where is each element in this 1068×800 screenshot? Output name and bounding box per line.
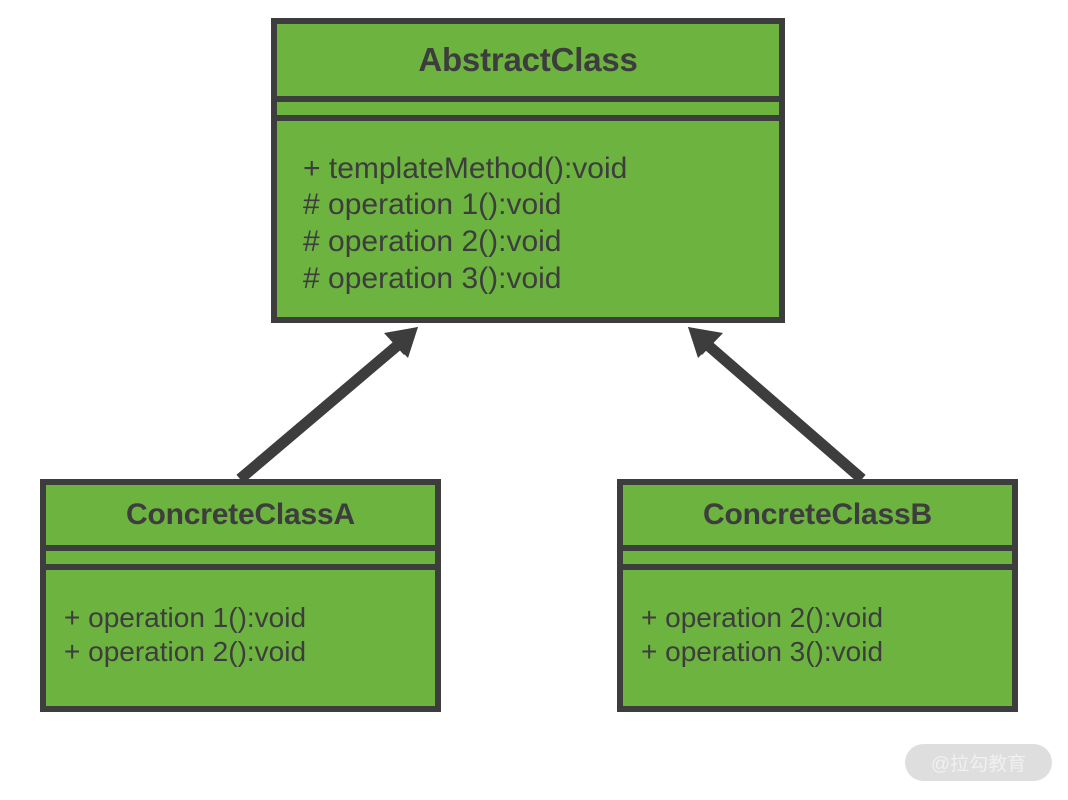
method-row: + operation 2():void: [64, 636, 307, 667]
uml-class-concreteclassa[interactable]: ConcreteClassA + operation 1():void + op…: [40, 479, 441, 712]
inheritance-arrow-a: [236, 327, 418, 484]
watermark-badge: @拉勾教育: [905, 744, 1052, 781]
method-row: # operation 2():void: [303, 225, 562, 258]
attributes-compartment-concreteclassa: [46, 551, 435, 564]
method-row: + templateMethod():void: [303, 151, 628, 185]
method-row: + operation 1():void: [64, 601, 307, 633]
class-name-concreteclassa: ConcreteClassA: [46, 485, 435, 545]
method-row: + operation 3():void: [641, 636, 884, 667]
method-row: + operation 2():void: [641, 601, 884, 633]
attributes-compartment-concreteclassb: [623, 551, 1012, 564]
methods-compartment-abstractclass: + templateMethod():void # operation 1():…: [277, 121, 779, 317]
class-name-abstractclass: AbstractClass: [277, 24, 779, 96]
methods-compartment-concreteclassa: + operation 1():void + operation 2():voi…: [46, 570, 435, 706]
method-row: # operation 1():void: [303, 188, 562, 222]
watermark-label: @拉勾教育: [930, 754, 1027, 775]
methods-compartment-concreteclassb: + operation 2():void + operation 3():voi…: [623, 570, 1012, 706]
attributes-compartment-abstractclass: [277, 102, 779, 115]
uml-class-abstractclass[interactable]: AbstractClass + templateMethod():void # …: [271, 18, 785, 323]
class-name-concreteclassb: ConcreteClassB: [623, 485, 1012, 545]
inheritance-arrow-b: [688, 327, 866, 484]
uml-class-concreteclassb[interactable]: ConcreteClassB + operation 2():void + op…: [617, 479, 1018, 712]
method-row: # operation 3():void: [303, 261, 562, 295]
